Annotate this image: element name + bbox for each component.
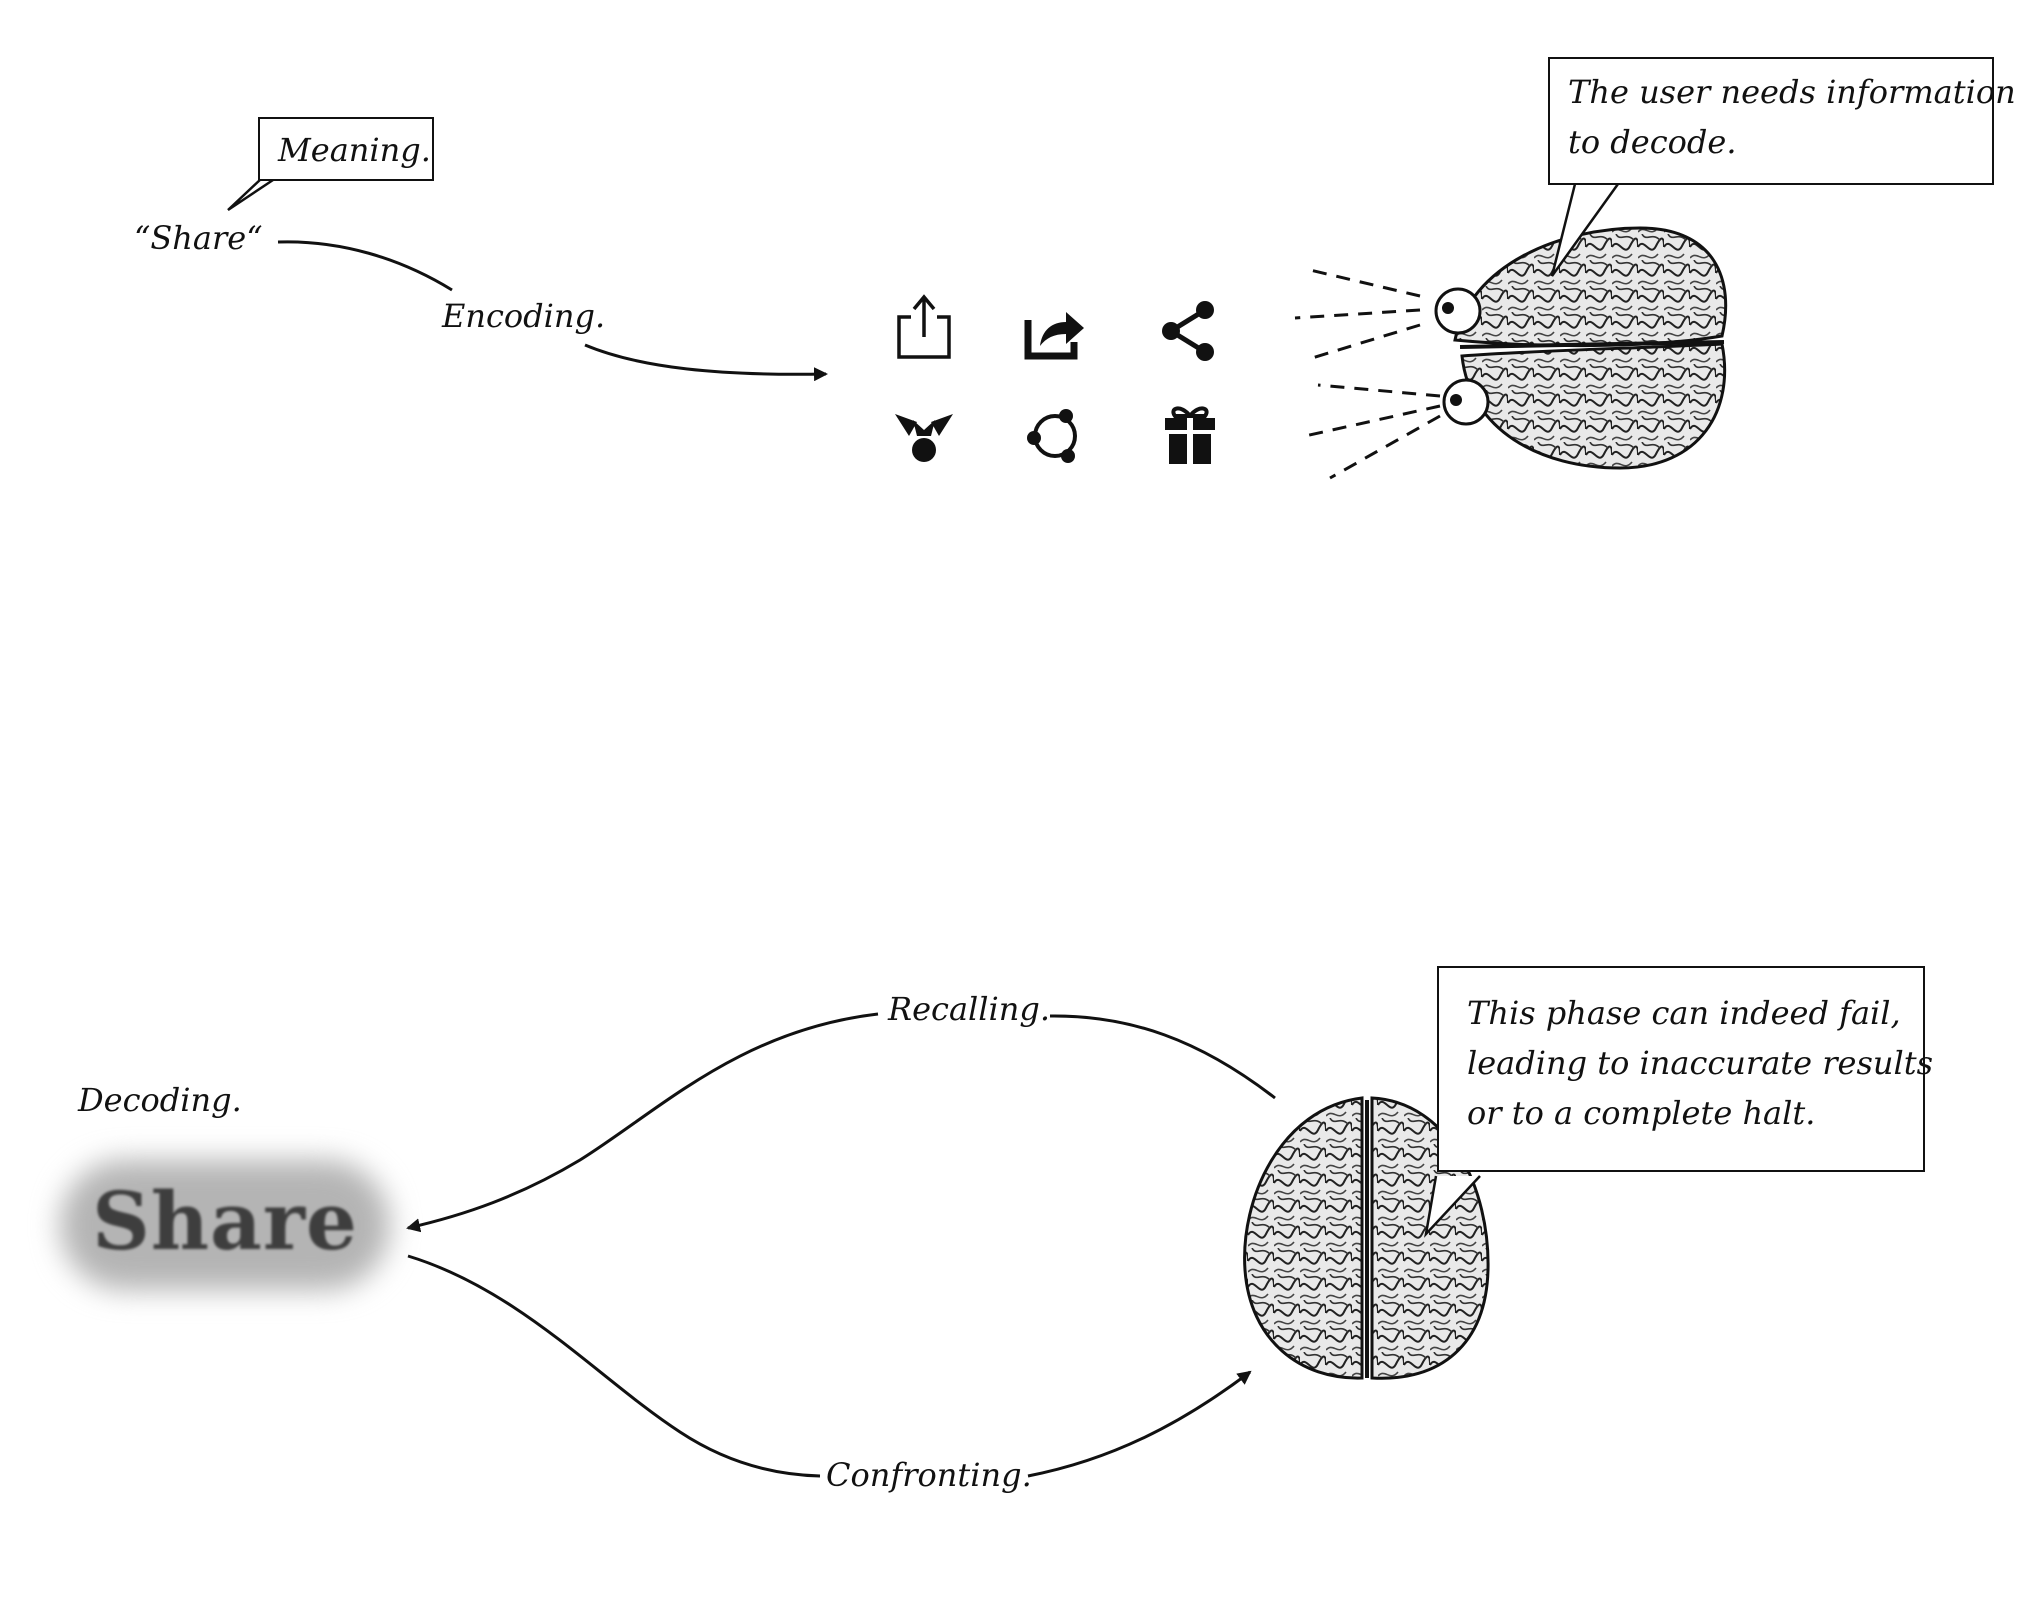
eye-lower-icon [1442, 378, 1490, 426]
brain-bottom-illustration [1243, 1096, 1490, 1380]
blurred-share-word: Share [60, 1150, 390, 1300]
meaning-bubble: Meaning. [258, 117, 434, 181]
recalling-curve-1 [1049, 1014, 1276, 1100]
share-arrow-out-of-box-icon [1024, 312, 1084, 360]
confronting-curve-1 [407, 1254, 821, 1478]
user-bubble-line-1: The user needs information [1568, 73, 2016, 111]
share-people-icon [895, 414, 953, 462]
blur-halo [60, 1160, 390, 1290]
fail-bubble-line-3: or to a complete halt. [1467, 1094, 1816, 1132]
encoding-label: Encoding. [442, 297, 606, 335]
decoding-label: Decoding. [78, 1081, 242, 1119]
encoding-curve-2 [584, 343, 828, 382]
share-nodes-icon [1162, 301, 1214, 361]
recalling-label: Recalling. [888, 990, 1050, 1028]
encoding-curve-1 [277, 240, 453, 292]
confronting-curve-2 [1027, 1370, 1252, 1478]
share-box-arrow-up-icon [897, 294, 951, 359]
user-bubble-line-2: to decode. [1568, 123, 1737, 161]
share-circle-nodes-icon [1027, 409, 1077, 463]
eye-upper-icon [1434, 287, 1482, 335]
blurred-share-text: Share [92, 1174, 358, 1268]
confronting-label: Confronting. [826, 1456, 1032, 1494]
phase-fail-bubble: This phase can indeed fail, leading to i… [1437, 966, 1934, 1172]
fail-bubble-line-1: This phase can indeed fail, [1467, 994, 1901, 1032]
fail-bubble-line-2: leading to inaccurate results [1467, 1044, 1934, 1082]
user-bubble-tail [1550, 183, 1620, 277]
user-needs-info-bubble: The user needs information to decode. [1548, 57, 2016, 185]
recalling-curve-2 [406, 1012, 879, 1233]
fail-bubble-tail [1424, 1175, 1481, 1238]
meaning-bubble-text: Meaning. [278, 131, 431, 169]
share-quote-label: “Share“ [134, 219, 263, 257]
gift-icon [1165, 406, 1215, 464]
brain-top-illustration [1453, 226, 1728, 470]
sight-lines [1294, 268, 1441, 480]
meaning-bubble-tail [227, 176, 277, 212]
